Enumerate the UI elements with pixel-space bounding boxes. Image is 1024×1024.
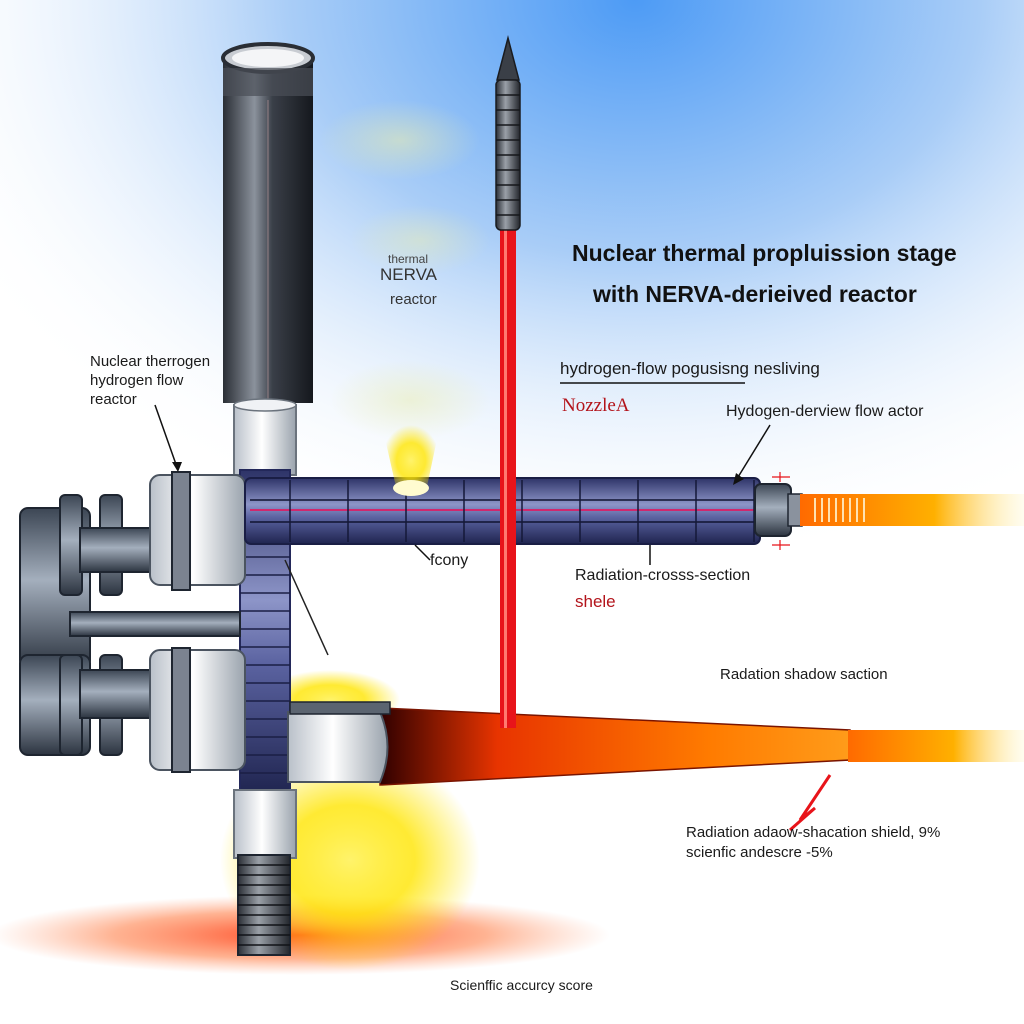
haze-cloud-2 bbox=[350, 205, 490, 275]
label-shield-line-2: scienfic andescre -5% bbox=[686, 844, 833, 861]
probe-ribs bbox=[496, 94, 520, 216]
nozzle-end bbox=[754, 483, 792, 537]
haze-cloud bbox=[320, 100, 480, 180]
diagram-title-line-1: Nuclear thermal propluission stage bbox=[572, 240, 957, 266]
lower-nozzle-rim bbox=[289, 701, 391, 715]
flange-clamp-upper bbox=[171, 471, 191, 591]
reactor-tube-opening bbox=[232, 49, 304, 67]
label-thermal: thermal bbox=[388, 252, 429, 266]
reactor-tube-band bbox=[223, 68, 313, 96]
pipe-ribs bbox=[289, 480, 755, 542]
label-accuracy-score: Scienffic accurcy score bbox=[450, 977, 593, 993]
flange-clamp-lower bbox=[171, 647, 191, 773]
upper-collar bbox=[233, 404, 297, 476]
label-radiation-cross-section: Radiation-crosss-section bbox=[575, 567, 751, 584]
label-shele: shele bbox=[575, 592, 616, 611]
laser-rod-highlight bbox=[504, 228, 507, 728]
collar-block-upper bbox=[149, 474, 246, 586]
left-callout-line bbox=[154, 404, 179, 471]
label-hydrogen-derivative: Hydogen-derview flow actor bbox=[726, 403, 924, 420]
derivative-callout-arrow bbox=[733, 473, 744, 485]
label-hydrogen-flow: hydrogen-flow pogusisng nesliving bbox=[560, 359, 820, 378]
label-left-callout-2: hydrogen flow bbox=[90, 372, 184, 389]
label-radiation-shadow: Radation shadow saction bbox=[720, 666, 888, 683]
left-callout-arrow bbox=[172, 462, 182, 472]
laser-rod bbox=[500, 228, 516, 728]
diagram-title-line-2: with NERVA-derieived reactor bbox=[593, 281, 917, 307]
label-left-callout-1: Nuclear therrogen bbox=[90, 353, 211, 370]
label-left-callout-3: reactor bbox=[90, 391, 137, 408]
stem-ribs bbox=[238, 864, 290, 946]
flange-ring-1 bbox=[59, 494, 83, 596]
shield-callout-arrow bbox=[789, 774, 832, 832]
nozzle-tip bbox=[787, 493, 803, 527]
fcony-callout-line bbox=[414, 544, 431, 561]
label-reactor: reactor bbox=[390, 291, 437, 308]
lower-collar bbox=[233, 789, 297, 859]
exhaust-rings bbox=[814, 498, 865, 522]
nozzle-marker-ticks bbox=[772, 472, 790, 550]
collar-block-lower bbox=[149, 649, 246, 771]
diagonal-brace bbox=[284, 559, 329, 656]
lower-nozzle-collar bbox=[287, 711, 389, 783]
label-nozzle: NozzleA bbox=[562, 395, 630, 416]
haze-cloud-3 bbox=[330, 360, 490, 440]
cross-pipe-mid bbox=[69, 611, 241, 637]
label-shield-line-1: Radiation adaow-shacation shield, 9% bbox=[686, 824, 941, 841]
left-flange-assembly bbox=[19, 471, 246, 773]
flange-ring-3 bbox=[59, 654, 83, 756]
heat-emitter-core bbox=[393, 480, 429, 496]
label-nerva: NERVA bbox=[380, 265, 438, 284]
derivative-callout-line bbox=[734, 424, 771, 483]
upper-exhaust-jet bbox=[800, 494, 1024, 526]
heat-emitter bbox=[382, 425, 440, 496]
lower-exhaust-jet bbox=[848, 730, 1024, 762]
label-fcony: fcony bbox=[430, 552, 469, 569]
upper-collar-rim bbox=[233, 398, 297, 412]
